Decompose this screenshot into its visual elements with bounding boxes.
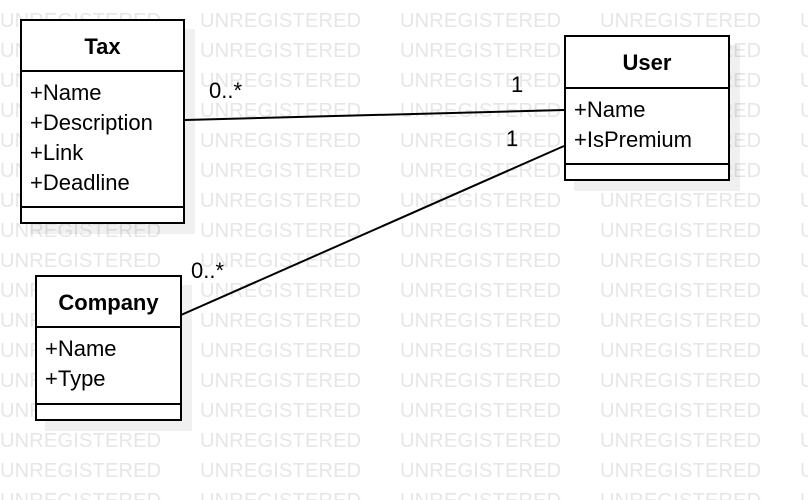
watermark-text: UNREGISTERED [600, 280, 762, 302]
class-tax-attributes: +Name +Description +Link +Deadline [22, 72, 183, 208]
watermark-text: UNREGISTERED [600, 310, 762, 332]
watermark-text: UNREGISTERED [200, 40, 362, 62]
watermark-text: UNREGISTERED [200, 130, 362, 152]
watermark-text: UNREGISTERED [400, 70, 562, 92]
watermark-text: UNREGISTERED [800, 280, 808, 302]
class-user-attribute: +IsPremium [574, 127, 692, 152]
watermark-text: UNREGISTERED [200, 310, 362, 332]
watermark-text: UNREGISTERED [800, 10, 808, 32]
watermark-text: UNREGISTERED [400, 310, 562, 332]
watermark-text: UNREGISTERED [400, 130, 562, 152]
multiplicity-tax-end: 0..* [209, 78, 243, 103]
multiplicity-user-end-tax: 1 [511, 72, 524, 97]
watermark-text: UNREGISTERED [200, 10, 362, 32]
watermark-text: UNREGISTERED [200, 70, 362, 92]
watermark-text: UNREGISTERED [200, 460, 362, 482]
class-tax-attribute: +Deadline [30, 170, 130, 195]
watermark-text: UNREGISTERED [200, 220, 362, 242]
multiplicity-user-end-company: 1 [506, 126, 519, 151]
watermark-text: UNREGISTERED [600, 370, 762, 392]
watermark-text: UNREGISTERED [600, 220, 762, 242]
watermark-text: UNREGISTERED [400, 10, 562, 32]
watermark-text: UNREGISTERED [200, 430, 362, 452]
class-user-attributes: +Name +IsPremium [566, 89, 728, 165]
watermark-text: UNREGISTERED [400, 370, 562, 392]
watermark-text: UNREGISTERED [800, 400, 808, 422]
watermark-text: UNREGISTERED [400, 460, 562, 482]
class-tax-name: Tax [22, 21, 183, 72]
watermark-text: UNREGISTERED [400, 220, 562, 242]
watermark-text: UNREGISTERED [200, 190, 362, 212]
watermark-text: UNREGISTERED [200, 280, 362, 302]
watermark-text: UNREGISTERED [0, 460, 162, 482]
class-company-attribute: +Type [45, 366, 106, 391]
watermark-text: UNREGISTERED [600, 460, 762, 482]
watermark-text: UNREGISTERED [400, 250, 562, 272]
watermark-text: UNREGISTERED [800, 250, 808, 272]
class-tax-attribute: +Link [30, 140, 84, 165]
watermark-text: UNREGISTERED [600, 250, 762, 272]
watermark-text: UNREGISTERED [200, 370, 362, 392]
watermark-text: UNREGISTERED [0, 220, 162, 242]
watermark-text: UNREGISTERED [800, 340, 808, 362]
watermark-text: UNREGISTERED [400, 400, 562, 422]
watermark-text: UNREGISTERED [600, 10, 762, 32]
watermark-text: UNREGISTERED [800, 160, 808, 182]
watermark-text: UNREGISTERED [800, 190, 808, 212]
watermark-text: UNREGISTERED [800, 130, 808, 152]
watermark-text: UNREGISTERED [0, 491, 200, 500]
class-company-attribute: +Name [45, 336, 117, 361]
class-tax-attribute: +Name [30, 80, 102, 105]
watermark-row: UNREGISTERED UNREGISTERED UNREGISTERED UNRE… [0, 431, 808, 451]
multiplicity-company-end: 0..* [191, 258, 225, 283]
class-tax[interactable]: Tax +Name +Description +Link +Deadline [20, 19, 185, 224]
watermark-text: UNREGISTERED [400, 340, 562, 362]
class-company-attributes: +Name +Type [37, 328, 180, 405]
watermark-text: UNREGISTERED [800, 100, 808, 122]
class-tax-attribute: +Description [30, 110, 153, 135]
class-user[interactable]: User +Name +IsPremium [564, 35, 730, 181]
watermark-text: UNREGISTERED [600, 430, 762, 452]
watermark-text: UNREGISTERED [400, 100, 562, 122]
watermark-text: UNREGISTERED [600, 190, 762, 212]
watermark-text: UNREGISTERED [400, 190, 562, 212]
watermark-text: UNREGISTERED [600, 340, 762, 362]
watermark-row: UNREGISTEREDUNREGISTEREDUNREGISTEREDUNRE… [0, 491, 808, 500]
watermark-text: UNREGISTERED [800, 491, 808, 500]
watermark-text: UNREGISTERED [800, 40, 808, 62]
watermark-row: UNREGISTERED UNREGISTERED UNREGISTERED UNRE… [0, 251, 808, 271]
watermark-text: UNREGISTERED [800, 310, 808, 332]
watermark-row: UNREGISTERED UNREGISTERED UNREGISTERED UNRE… [0, 191, 808, 211]
watermark-text: UNREGISTERED [200, 250, 362, 272]
watermark-text: UNREGISTERED [600, 400, 762, 422]
watermark-text: UNREGISTERED [800, 220, 808, 242]
class-user-name: User [566, 37, 728, 89]
watermark-text: UNREGISTERED [800, 430, 808, 452]
watermark-text: UNREGISTERED [400, 430, 562, 452]
watermark-text: UNREGISTERED [200, 160, 362, 182]
watermark-text: UNREGISTERED [400, 491, 600, 500]
class-company-name: Company [37, 277, 180, 328]
association-line-company-user [180, 145, 565, 316]
watermark-text: UNREGISTERED [200, 491, 400, 500]
watermark-text: UNREGISTERED [800, 370, 808, 392]
watermark-text: UNREGISTERED [200, 400, 362, 422]
watermark-text: UNREGISTERED [600, 491, 800, 500]
watermark-text: UNREGISTERED [0, 430, 162, 452]
watermark-text: UNREGISTERED [200, 340, 362, 362]
watermark-row: UNREGISTERED UNREGISTERED UNREGISTERED UNRE… [0, 461, 808, 481]
association-line-tax-user [184, 109, 565, 121]
watermark-text: UNREGISTERED [400, 40, 562, 62]
watermark-text: UNREGISTERED [800, 70, 808, 92]
watermark-text: UNREGISTERED [800, 460, 808, 482]
class-company[interactable]: Company +Name +Type [35, 275, 182, 421]
class-user-attribute: +Name [574, 97, 646, 122]
watermark-text: UNREGISTERED [400, 280, 562, 302]
watermark-text: UNREGISTERED [0, 250, 162, 272]
watermark-row: UNREGISTERED UNREGISTERED UNREGISTERED UNRE… [0, 221, 808, 241]
